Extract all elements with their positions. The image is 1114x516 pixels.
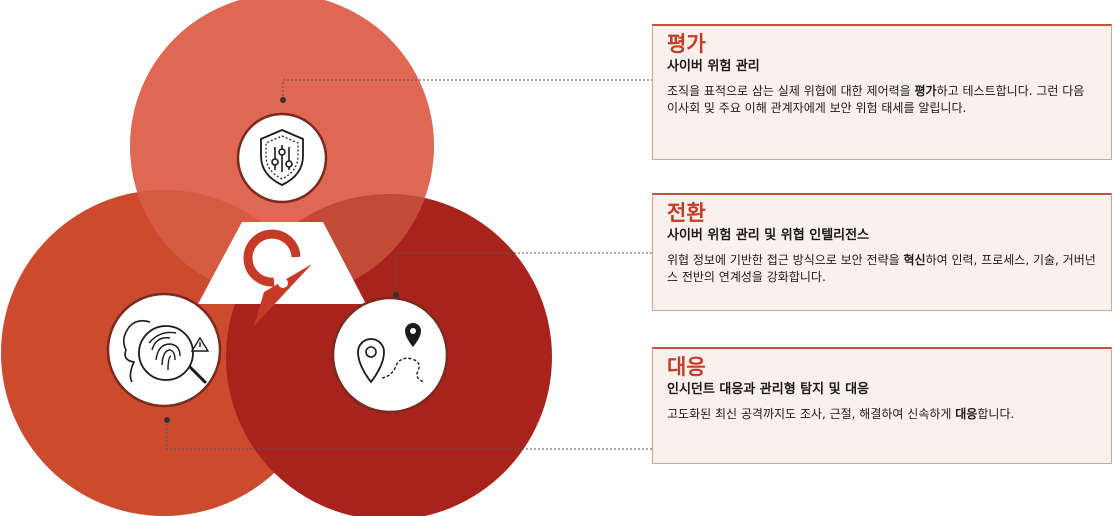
connector-dot-resp (164, 417, 170, 423)
card-body-text: 합니다. (977, 407, 1015, 421)
brand-logo-icon (243, 229, 312, 326)
connector-dot-trans (393, 292, 399, 298)
card-subtitle: 인시던트 대응과 관리형 탐지 및 대응 (667, 382, 870, 397)
card-title: 전환 (667, 201, 706, 225)
card-transform: 전환 사이버 위험 관리 및 위협 인텔리전스 위협 정보에 기반한 접근 방식… (652, 193, 1112, 311)
connector-resp (166, 420, 652, 450)
fingerprint-warning-icon (106, 292, 222, 408)
card-subtitle: 사이버 위험 관리 및 위협 인텔리전스 (667, 228, 870, 243)
card-body: 조직을 표적으로 삼는 실제 위협에 대한 제어력을 평가하고 테스트합니다. … (667, 83, 1097, 117)
card-body-highlight: 대응 (955, 407, 978, 421)
connector-lines (166, 79, 652, 450)
card-body-text: 위협 정보에 기반한 접근 방식으로 보안 전략을 (667, 253, 904, 267)
card-body: 위협 정보에 기반한 접근 방식으로 보안 전략을 혁신하여 인력, 프로세스,… (667, 252, 1097, 286)
location-route-icon (331, 296, 449, 414)
card-title: 대응 (667, 355, 706, 379)
center-triangle (198, 222, 366, 304)
card-subtitle: 사이버 위험 관리 (667, 59, 760, 74)
card-body-text: 고도화된 최신 공격까지도 조사, 근절, 해결하여 신속하게 (667, 407, 956, 421)
card-body-text: 하고 테스트합니다. 그런 다음 이사회 및 주요 이해 관계자에게 보안 위험… (667, 84, 1085, 115)
connector-trans (395, 252, 652, 295)
card-evaluate: 평가 사이버 위험 관리 조직을 표적으로 삼는 실제 위협에 대한 제어력을 … (652, 24, 1112, 160)
connector-eval (282, 79, 652, 100)
card-body: 고도화된 최신 공격까지도 조사, 근절, 해결하여 신속하게 대응합니다. (667, 406, 1097, 423)
card-body-text: 조직을 표적으로 삼는 실제 위협에 대한 제어력을 (667, 84, 915, 98)
card-title: 평가 (667, 32, 706, 56)
card-body-text: 하여 인력, 프로세스, 기술, 거버넌스 전반의 연계성을 강화합니다. (667, 253, 1096, 284)
card-body-highlight: 혁신 (903, 253, 926, 267)
card-body-highlight: 평가 (914, 84, 937, 98)
shield-sliders-icon (236, 112, 328, 204)
connector-dot-eval (280, 97, 286, 103)
card-respond: 대응 인시던트 대응과 관리형 탐지 및 대응 고도화된 최신 공격까지도 조사… (652, 347, 1112, 464)
